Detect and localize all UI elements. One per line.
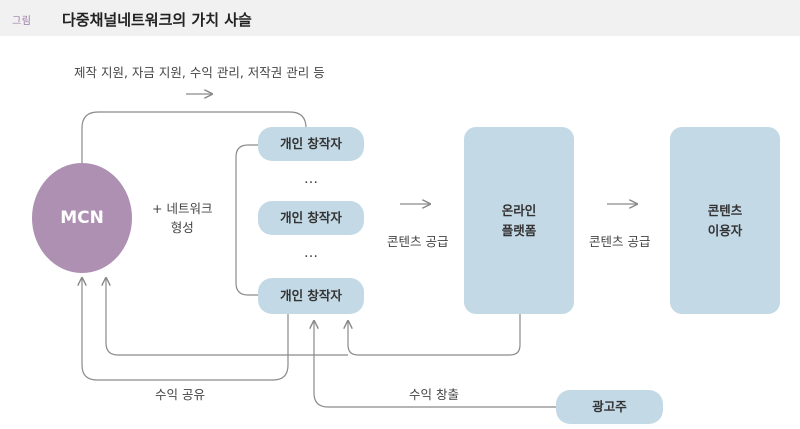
advertiser-node: 광고주 xyxy=(556,390,663,424)
ellipsis-2: … xyxy=(304,245,319,261)
figure-title: 다중채널네트워크의 가치 사슬 xyxy=(62,11,252,29)
advertiser-to-creator-line xyxy=(314,321,556,408)
content-supply-label-1: 콘텐츠 공급 xyxy=(387,234,449,249)
ellipsis-1: … xyxy=(304,171,319,187)
revenue-share-label: 수익 공유 xyxy=(155,387,205,402)
mcn-node: MCN xyxy=(32,163,132,273)
creator-node-3: 개인 창작자 xyxy=(258,278,364,314)
support-label: 제작 지원, 자금 지원, 수익 관리, 저작권 관리 등 xyxy=(74,65,325,80)
revenue-share-line xyxy=(82,278,289,381)
creator-node-1: 개인 창작자 xyxy=(258,127,364,161)
creator-bracket xyxy=(235,144,258,296)
platform-node: 온라인 플랫폼 xyxy=(464,127,574,314)
mcn-support-line xyxy=(81,111,307,163)
users-node: 콘텐츠 이용자 xyxy=(670,127,780,314)
content-supply-label-2: 콘텐츠 공급 xyxy=(589,234,651,249)
platform-to-mcn-line xyxy=(106,278,348,356)
revenue-create-label: 수익 창출 xyxy=(409,387,459,402)
header-bar: 그림 다중채널네트워크의 가치 사슬 xyxy=(0,0,800,36)
creator-node-2: 개인 창작자 xyxy=(258,201,364,235)
figure-label: 그림 xyxy=(12,16,32,27)
network-label: + 네트워크 형성 xyxy=(152,201,213,236)
platform-to-creator-line xyxy=(348,314,521,356)
